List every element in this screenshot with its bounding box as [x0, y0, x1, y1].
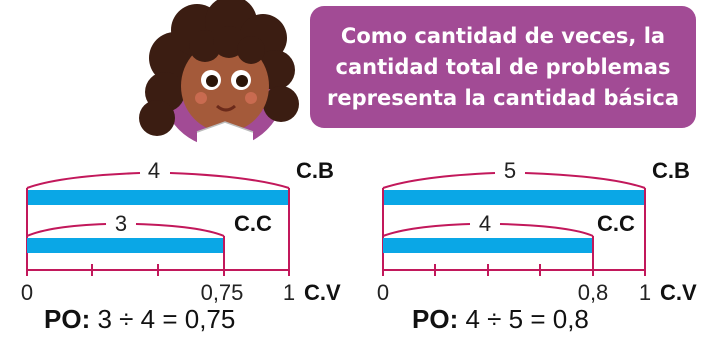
right-axis-label: C.V	[660, 280, 697, 305]
left-base-bar	[27, 190, 289, 205]
right-diagram: 5 C.B 4 C.C 0 0,8 1 C.V	[377, 158, 697, 305]
left-diagram: 4 C.B 3 C.C 0 0,75 1 C.V	[21, 158, 341, 305]
speech-line-3: representa la cantidad básica	[327, 85, 679, 110]
speech-line-1: Como cantidad de veces, la	[340, 23, 666, 48]
speech-box: Como cantidad de veces, la cantidad tota…	[310, 6, 696, 128]
right-base-bar	[383, 190, 645, 205]
comparison-diagrams: 4 C.B 3 C.C 0 0,75 1 C.V 5 C.B 4 C	[21, 158, 697, 305]
left-axis-mark: 0,75	[201, 280, 244, 305]
right-po-expr: 4 ÷ 5 = 0,8	[465, 304, 589, 334]
girl-avatar	[139, 0, 299, 148]
left-compared-label: C.C	[234, 211, 272, 236]
right-compared-value: 4	[479, 211, 491, 236]
right-axis-mark: 0,8	[578, 280, 609, 305]
speech-line-2: cantidad total de problemas	[335, 54, 671, 79]
left-compared-value: 3	[115, 211, 127, 236]
right-axis-end: 1	[639, 280, 651, 305]
right-compared-label: C.C	[597, 211, 635, 236]
left-axis-start: 0	[21, 280, 33, 305]
left-po-expr: 3 ÷ 4 = 0,75	[97, 304, 236, 334]
left-compared-bar	[27, 238, 224, 253]
right-base-label: C.B	[652, 158, 690, 183]
right-axis-start: 0	[377, 280, 389, 305]
left-po-prefix: PO:	[44, 304, 91, 334]
right-po-equation: PO: 4 ÷ 5 = 0,8	[412, 304, 589, 335]
left-base-label: C.B	[296, 158, 334, 183]
right-base-value: 5	[504, 158, 516, 183]
left-axis-label: C.V	[304, 280, 341, 305]
left-axis-end: 1	[283, 280, 295, 305]
right-po-prefix: PO:	[412, 304, 459, 334]
left-base-value: 4	[148, 158, 160, 183]
left-po-equation: PO: 3 ÷ 4 = 0,75	[44, 304, 235, 335]
right-compared-bar	[383, 238, 593, 253]
